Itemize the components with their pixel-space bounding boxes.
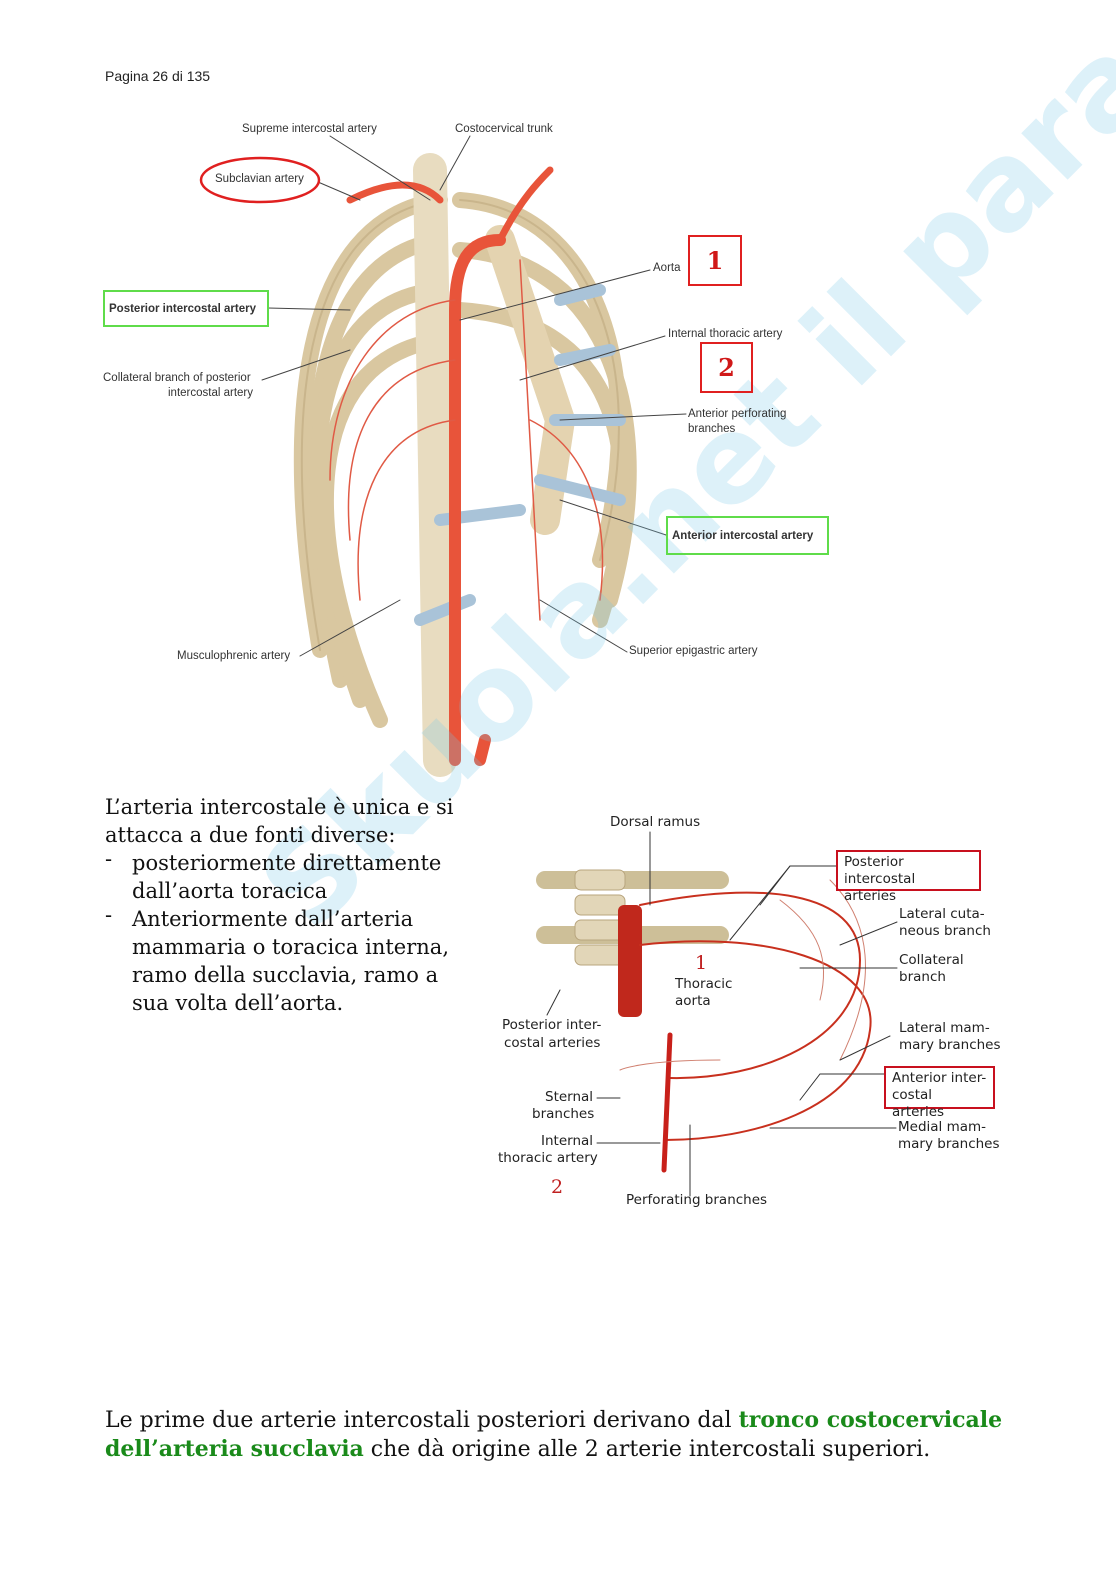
- label-lateral-cutaneous-1: Lateral cuta-: [899, 906, 985, 922]
- label-lateral-mammary-1: Lateral mam-: [899, 1020, 990, 1036]
- label-medial-mammary-2: mary branches: [898, 1136, 1000, 1152]
- label-internal-thoracic-1: Internal: [541, 1133, 594, 1149]
- label-post-inter-1: Posterior inter-: [502, 1017, 602, 1033]
- marker-2-box: 2: [700, 342, 753, 393]
- label-line: arteries: [844, 888, 897, 904]
- page-number: Pagina 26 di 135: [105, 68, 211, 84]
- intro-line-1: L’arteria intercostale è unica e si: [105, 795, 454, 819]
- label-line: costal arteries: [892, 1087, 945, 1120]
- list-item: Anteriormente dall’arteria mammaria o to…: [105, 901, 475, 1017]
- label-thoracic-aorta-2: aorta: [675, 993, 711, 1009]
- label-collateral-2: branch: [899, 969, 946, 985]
- label-thoracic-aorta-1: Thoracic: [675, 976, 733, 992]
- label-medial-mammary-1: Medial mam-: [898, 1119, 987, 1135]
- label-posterior-intercostal-arteries: Posterior intercostal arteries: [836, 850, 981, 904]
- label-line: Anterior inter-: [892, 1070, 987, 1086]
- intro-line-2: attacca a due fonti diverse:: [105, 823, 396, 847]
- bottom-highlight: tronco costocervicale dell’arteria succl…: [105, 1407, 1003, 1462]
- label-subclavian: Subclavian artery: [215, 173, 304, 185]
- label-anterior-intercostal-arteries: Anterior inter- costal arteries: [884, 1066, 995, 1120]
- label-supreme-intercostal: Supreme intercostal artery: [242, 123, 377, 135]
- label-collateral-1: Collateral branch of posterior: [103, 372, 251, 384]
- marker-2: 2: [551, 1176, 564, 1198]
- label-sternal-1: Sternal: [545, 1089, 594, 1105]
- bottom-text-2: che dà origine alle 2 arterie intercosta…: [363, 1437, 931, 1462]
- label-superior-epigastric: Superior epigastric artery: [629, 645, 758, 657]
- label-sternal-2: branches: [532, 1106, 595, 1122]
- label-dorsal-ramus: Dorsal ramus: [610, 814, 701, 830]
- label-anterior-perforating-1: Anterior perforating: [688, 408, 787, 420]
- marker-1-box: 1: [688, 235, 742, 286]
- label-collateral-1: Collateral: [899, 952, 964, 968]
- label-anterior-perforating-2: branches: [688, 423, 736, 435]
- label-lateral-cutaneous-2: neous branch: [899, 923, 991, 939]
- marker-1: 1: [695, 952, 708, 974]
- label-aorta: Aorta: [653, 262, 681, 274]
- label-collateral-2: intercostal artery: [168, 387, 254, 399]
- label-internal-thoracic-2: thoracic artery: [498, 1150, 598, 1166]
- intro-paragraph: L’arteria intercostale è unica e si atta…: [105, 793, 475, 1017]
- label-internal-thoracic: Internal thoracic artery: [668, 328, 783, 340]
- source-list: posteriormente direttamente dall’aorta t…: [105, 845, 475, 1017]
- label-anterior-intercostal: Anterior intercostal artery: [666, 516, 829, 555]
- bottom-paragraph: Le prime due arterie intercostali poster…: [105, 1406, 1005, 1464]
- label-post-inter-2: costal arteries: [504, 1035, 601, 1051]
- bottom-text-1: Le prime due arterie intercostali poster…: [105, 1408, 739, 1433]
- list-item: posteriormente direttamente dall’aorta t…: [105, 845, 475, 905]
- ribcage-illustration: [199, 135, 687, 777]
- intercostal-illustration: [536, 831, 898, 1197]
- label-musculophrenic: Musculophrenic artery: [177, 650, 291, 662]
- label-line: Posterior intercostal: [844, 854, 916, 887]
- label-costocervical-trunk: Costocervical trunk: [455, 123, 553, 135]
- label-lateral-mammary-2: mary branches: [899, 1037, 1001, 1053]
- label-perforating: Perforating branches: [626, 1192, 768, 1208]
- label-posterior-intercostal: Posterior intercostal artery: [103, 290, 269, 327]
